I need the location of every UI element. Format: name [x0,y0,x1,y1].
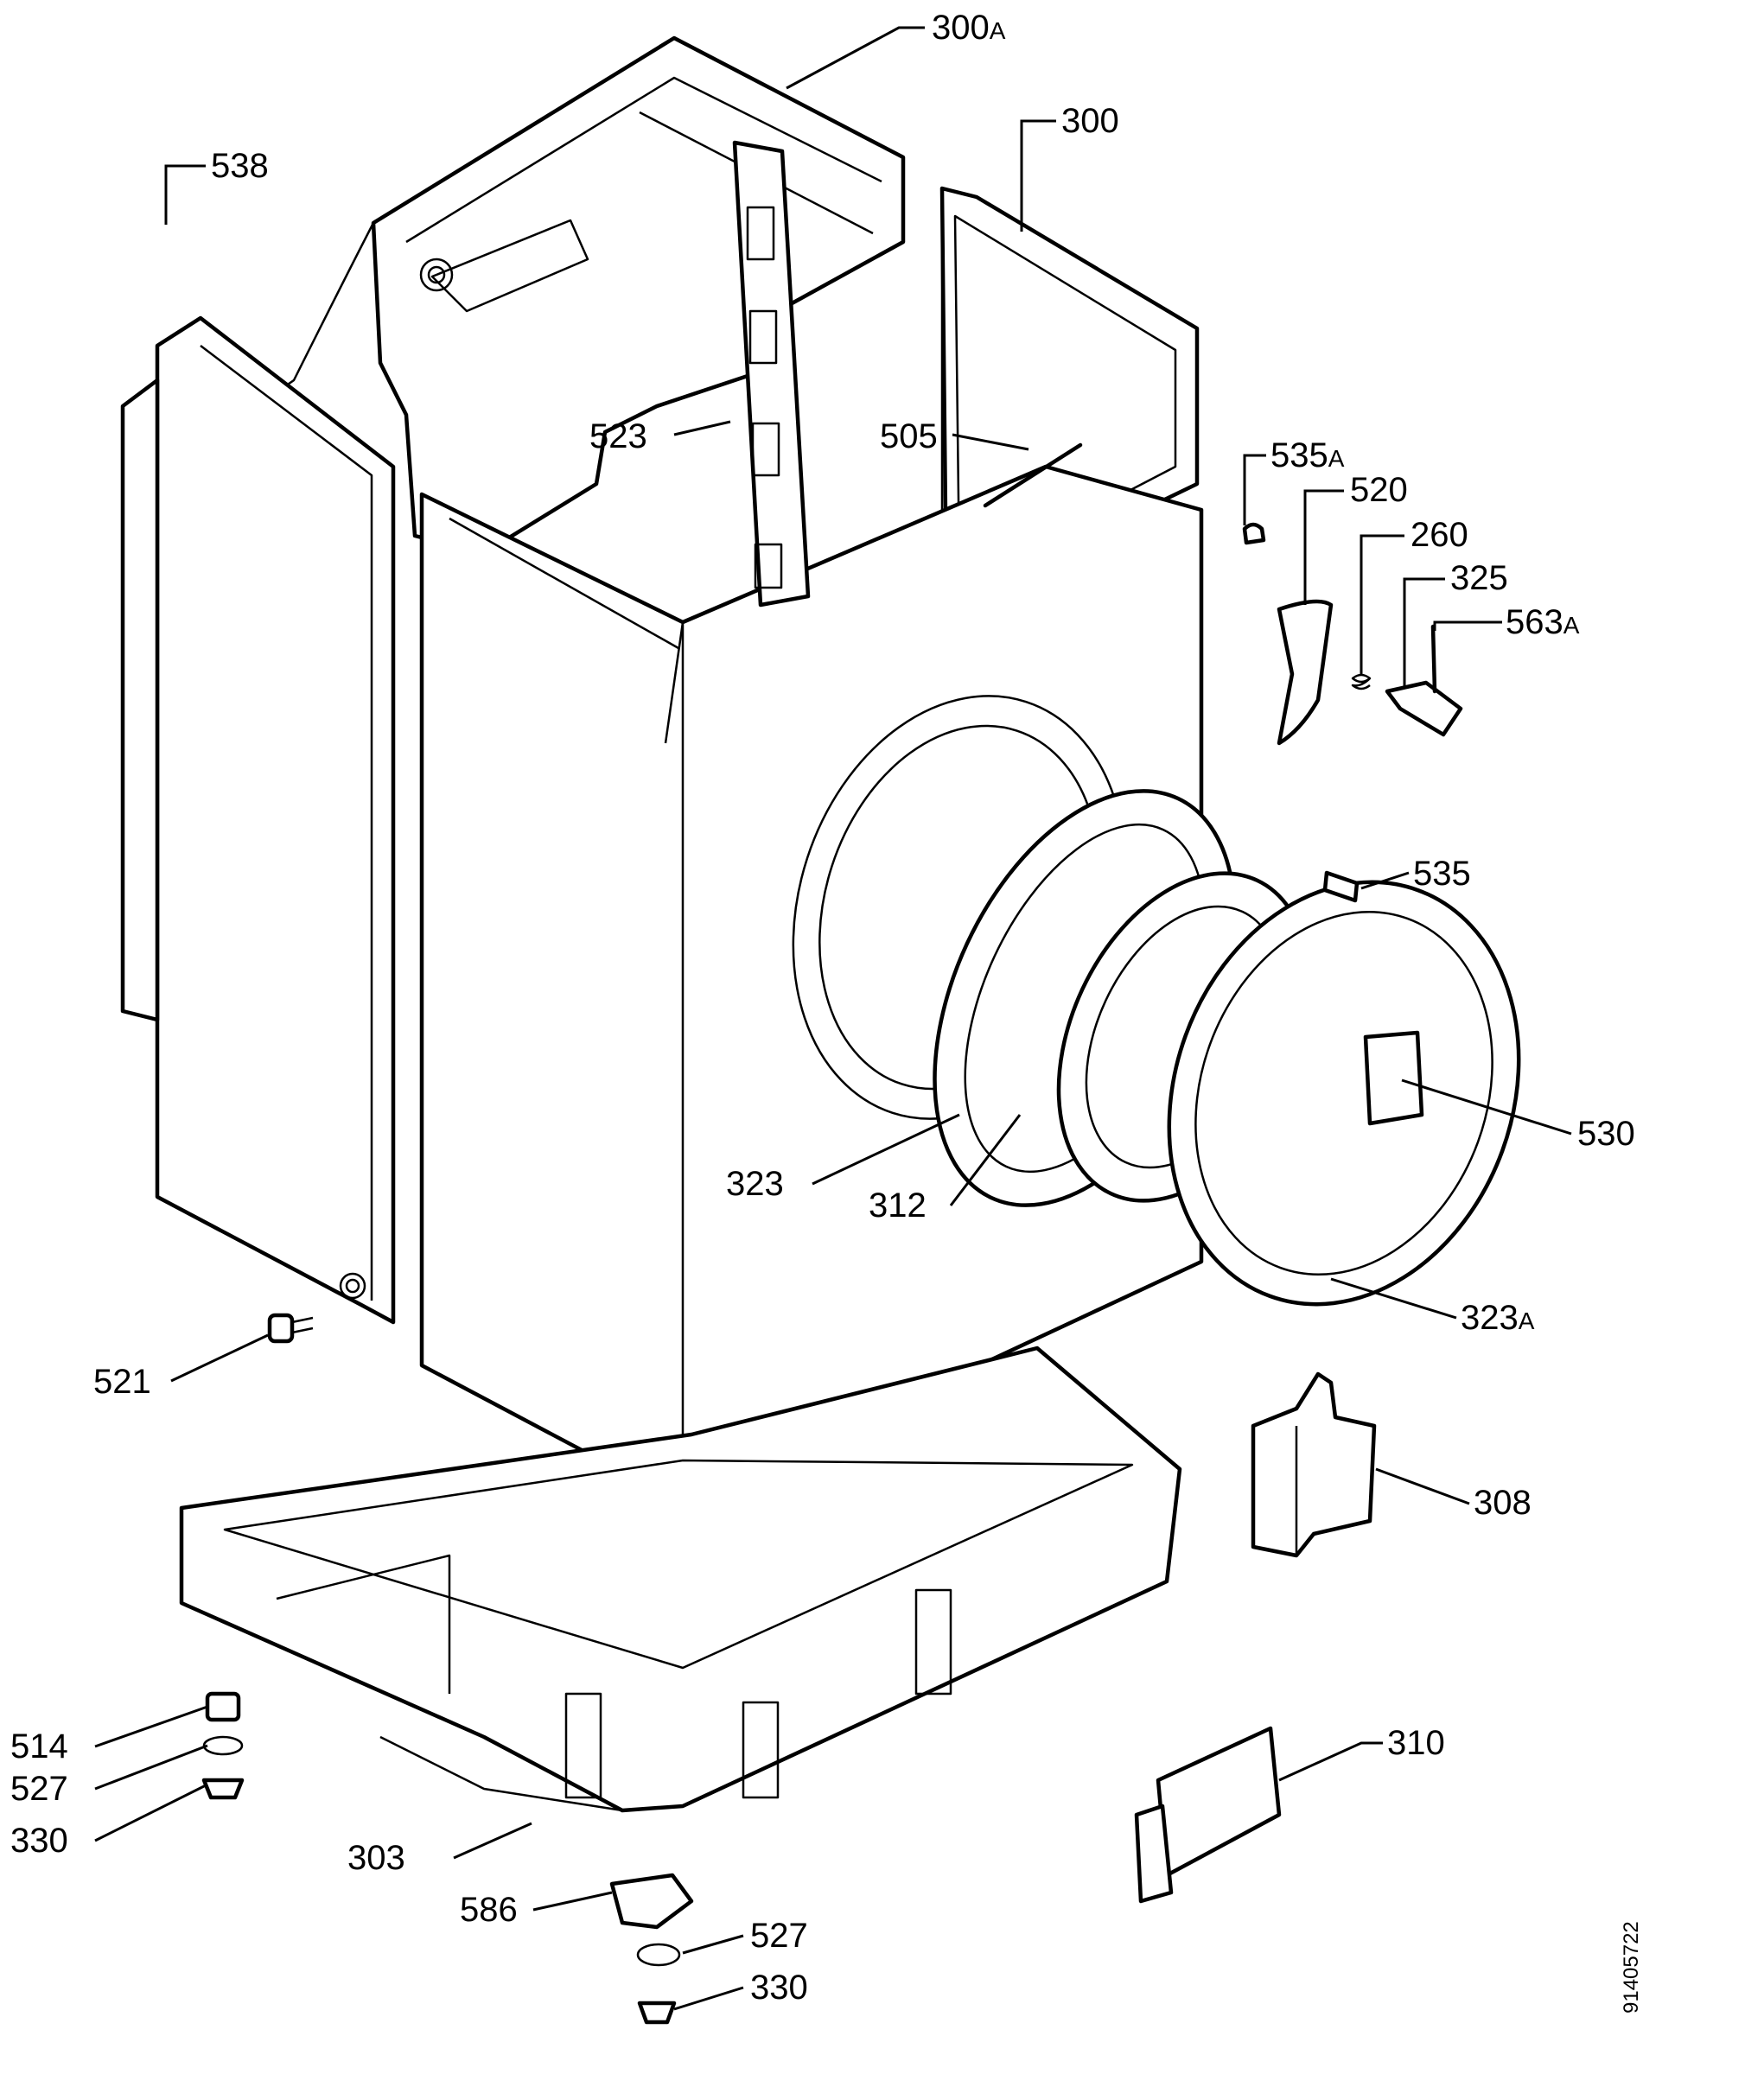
callout-312: 312 [869,1187,927,1225]
lock-plate [1277,599,1334,746]
drawing-code: 91405722 [1620,1921,1643,2014]
callout-323a: 323A [1461,1299,1535,1337]
callout-308: 308 [1474,1484,1532,1522]
callout-527-left: 527 [10,1770,68,1808]
foot-left [201,1691,245,1800]
callout-325: 325 [1450,559,1508,597]
callout-514: 514 [10,1727,68,1765]
left-side-panel [120,315,396,1325]
screw [267,1313,314,1344]
callout-563a: 563A [1506,603,1580,641]
spring [1351,673,1372,690]
callout-300: 300 [1061,102,1119,140]
callout-538: 538 [211,147,269,185]
callout-527-right: 527 [750,1917,808,1955]
callout-310: 310 [1387,1724,1445,1762]
cap [1242,522,1266,545]
callout-303: 303 [347,1839,405,1877]
leader-lines [94,26,1572,2011]
inner-rail [732,140,811,608]
callout-330-left: 330 [10,1822,68,1860]
callout-505: 505 [880,417,938,455]
callout-323: 323 [726,1165,784,1203]
callout-523: 523 [589,417,647,455]
door-hinge [1251,1371,1377,1558]
service-cover [1134,1726,1282,1904]
callout-521: 521 [93,1363,151,1401]
door-ring [1167,880,1521,1307]
callout-530: 530 [1577,1115,1635,1153]
callout-520: 520 [1350,471,1408,509]
callout-300a: 300A [932,9,1006,47]
callout-330-right: 330 [750,1969,808,2007]
pin [1430,624,1437,694]
base-frame [179,1346,1182,1813]
callout-535a: 535A [1270,436,1345,474]
foot-right [609,1873,694,2025]
callout-586: 586 [460,1891,518,1929]
latch-lever [1385,680,1463,737]
callout-260: 260 [1411,516,1468,554]
door-handle [1363,1030,1424,1126]
callout-535: 535 [1413,855,1471,893]
rod [983,442,1083,508]
pin-535 [1322,870,1360,903]
